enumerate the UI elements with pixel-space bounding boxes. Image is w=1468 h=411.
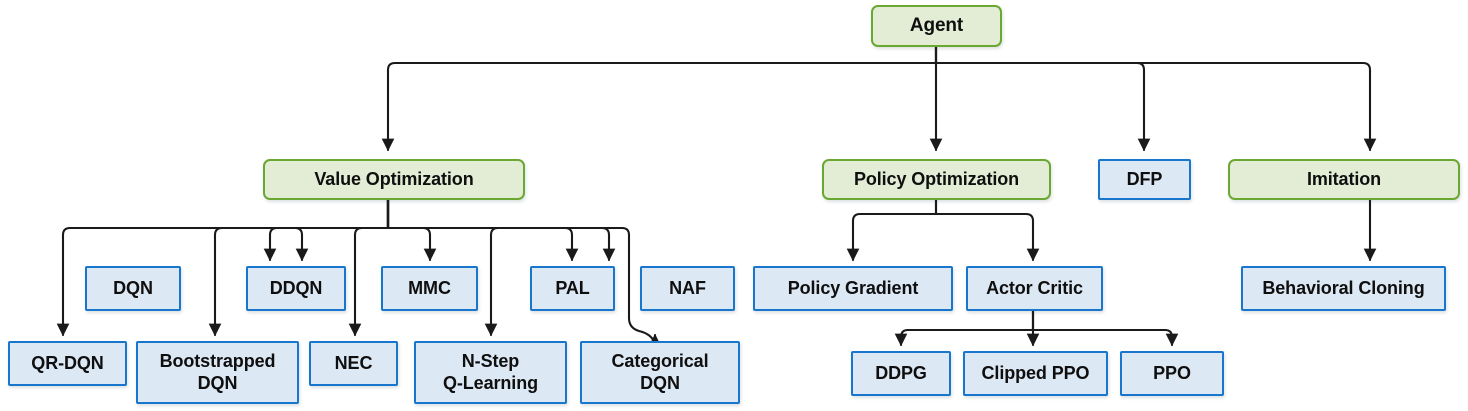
node-ddqn-label: DDQN <box>269 277 323 298</box>
node-actor-critic-label: Actor Critic <box>986 277 1083 298</box>
node-bootstrapped-dqn-label: Bootstrapped DQN <box>159 351 276 393</box>
node-policy-gradient-label: Policy Gradient <box>787 277 919 298</box>
node-policy-optimization-label: Policy Optimization <box>853 168 1020 189</box>
node-pal[interactable]: PAL <box>530 266 615 311</box>
node-dqn-label: DQN <box>113 277 153 298</box>
node-nec[interactable]: NEC <box>309 341 398 386</box>
node-agent[interactable]: Agent <box>871 5 1002 47</box>
node-categorical-dqn-label: Categorical DQN <box>611 351 709 393</box>
edge-value-to-pal <box>386 198 579 262</box>
node-qr-dqn-label: QR-DQN <box>31 352 104 373</box>
edge-policy-to-actor-critic <box>934 198 1040 262</box>
node-ddpg[interactable]: DDPG <box>851 351 951 396</box>
node-value-optimization-label: Value Optimization <box>314 168 474 189</box>
node-mmc[interactable]: MMC <box>381 266 478 311</box>
node-value-optimization[interactable]: Value Optimization <box>263 159 525 200</box>
edge-value-to-mmc <box>386 198 437 262</box>
node-pal-label: PAL <box>555 277 590 298</box>
node-nec-label: NEC <box>334 352 373 373</box>
node-naf[interactable]: NAF <box>640 266 735 311</box>
node-ppo-label: PPO <box>1153 362 1191 383</box>
node-behavioral-cloning-label: Behavioral Cloning <box>1262 277 1425 298</box>
node-ppo[interactable]: PPO <box>1120 351 1224 396</box>
node-actor-critic[interactable]: Actor Critic <box>966 266 1103 311</box>
node-agent-label: Agent <box>909 14 964 36</box>
node-ddqn[interactable]: DDQN <box>246 266 346 311</box>
node-qr-dqn[interactable]: QR-DQN <box>8 341 127 386</box>
node-policy-gradient[interactable]: Policy Gradient <box>753 266 953 311</box>
edge-actor-critic-to-ppo <box>1031 309 1179 347</box>
edge-agent-to-imitation <box>934 45 1377 152</box>
node-n-step-q-learning-label: N-Step Q-Learning <box>442 351 538 393</box>
node-dfp[interactable]: DFP <box>1098 159 1191 200</box>
node-imitation[interactable]: Imitation <box>1228 159 1460 200</box>
node-behavioral-cloning[interactable]: Behavioral Cloning <box>1241 266 1446 311</box>
node-ddpg-label: DDPG <box>875 362 927 383</box>
node-dqn[interactable]: DQN <box>85 266 181 311</box>
edge-actor-critic-to-ddpg <box>894 309 1035 347</box>
edge-value-to-naf <box>293 198 390 262</box>
node-categorical-dqn[interactable]: Categorical DQN <box>580 341 740 404</box>
node-bootstrapped-dqn[interactable]: Bootstrapped DQN <box>136 341 299 404</box>
edge-value-to-dqn <box>263 198 390 262</box>
node-naf-label: NAF <box>669 277 706 298</box>
edge-agent-to-dfp <box>934 45 1151 152</box>
edge-agent-to-value-optimization <box>381 45 938 152</box>
node-mmc-label: MMC <box>408 277 451 298</box>
node-n-step-q-learning[interactable]: N-Step Q-Learning <box>414 341 567 404</box>
node-clipped-ppo-label: Clipped PPO <box>981 362 1090 383</box>
node-imitation-label: Imitation <box>1306 168 1382 189</box>
node-policy-optimization[interactable]: Policy Optimization <box>822 159 1051 200</box>
node-clipped-ppo[interactable]: Clipped PPO <box>963 351 1108 396</box>
edge-value-to-ddqn <box>386 198 616 262</box>
edge-policy-to-policy-gradient <box>846 198 938 262</box>
node-dfp-label: DFP <box>1126 168 1163 189</box>
